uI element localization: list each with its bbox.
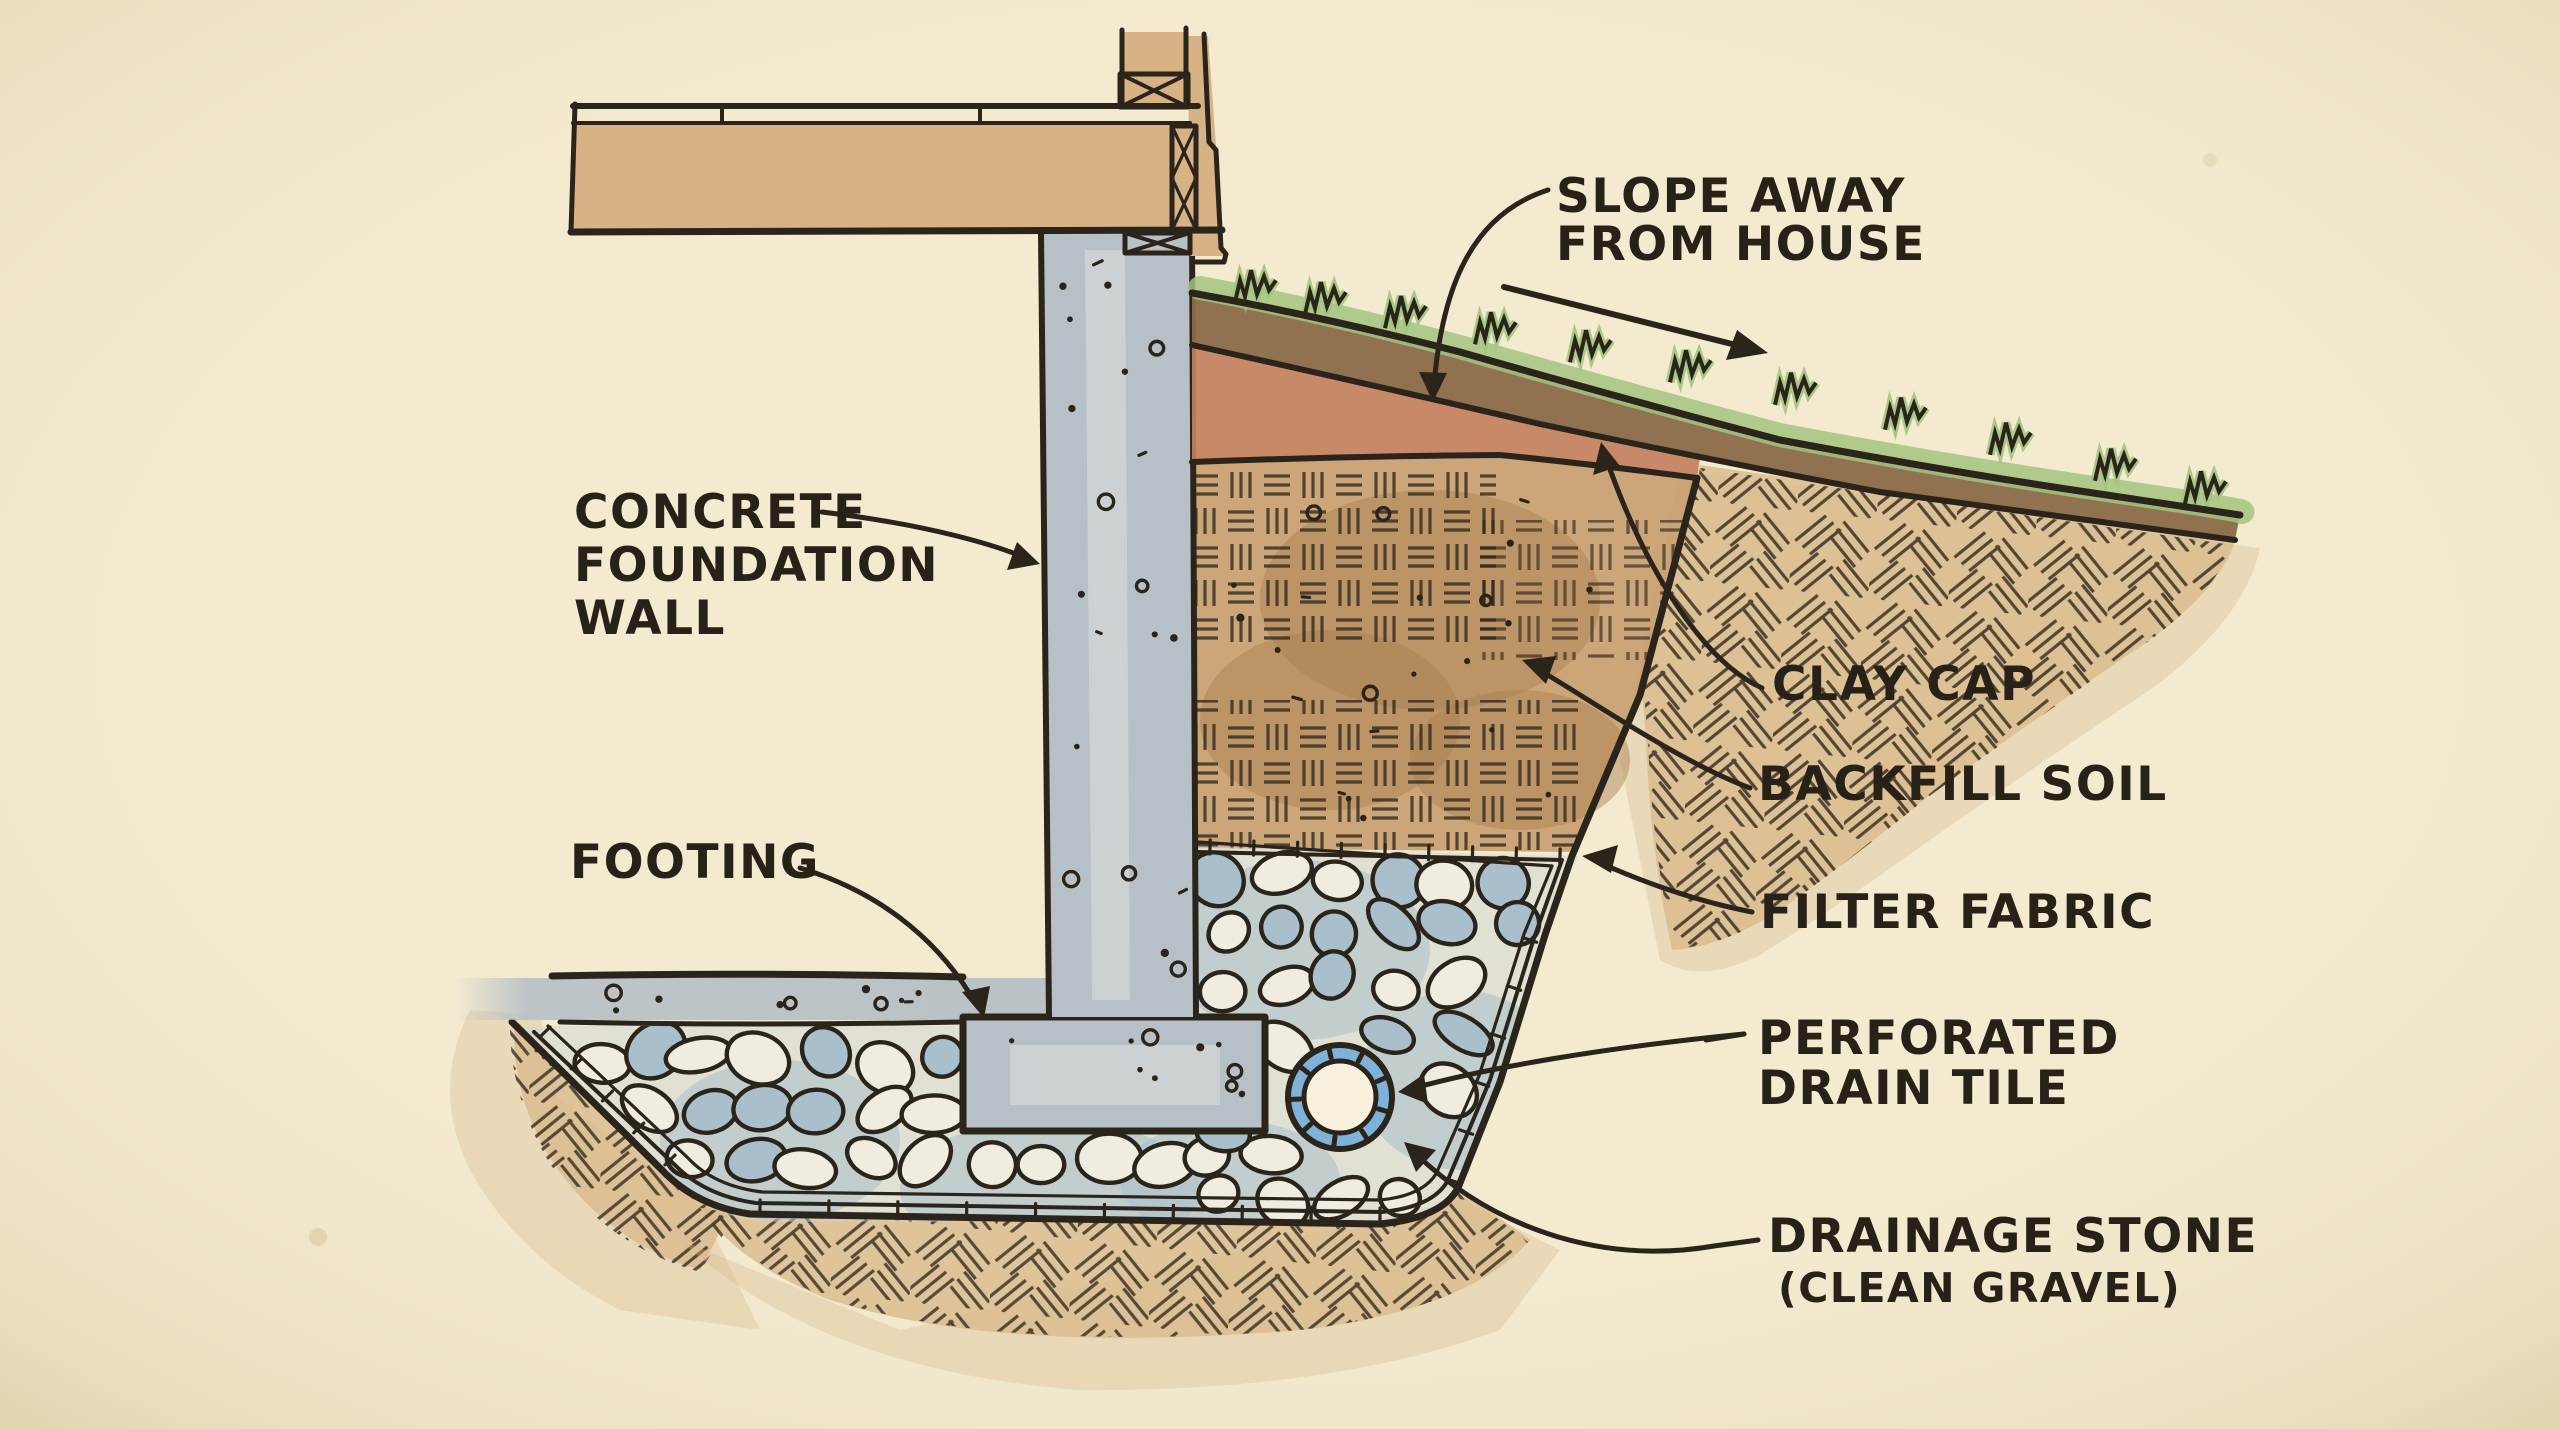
label-slope-away-2: FROM HOUSE: [1556, 217, 1926, 272]
paper-stain-2: [2203, 153, 2217, 167]
paper-stain: [309, 1228, 327, 1246]
leader-lines: [797, 187, 1768, 1254]
label-drain-tile-2: DRAIN TILE: [1758, 1061, 2069, 1116]
basement-slab: [455, 970, 1051, 1027]
floor-assembly: [567, 25, 1229, 265]
slope-direction-arrow: [1501, 284, 1755, 352]
label-footing: FOOTING: [570, 835, 820, 890]
label-wall-1: CONCRETE: [574, 485, 867, 540]
label-drainage-stone-2: (CLEAN GRAVEL): [1778, 1264, 2181, 1312]
label-backfill-soil: BACKFILL SOIL: [1758, 757, 2168, 812]
footing-shape: [959, 1013, 1269, 1135]
label-filter-fabric: FILTER FABRIC: [1760, 885, 2155, 940]
grade-layers: [1188, 263, 2255, 543]
label-wall-3: WALL: [574, 591, 726, 646]
label-drainage-stone-1: DRAINAGE STONE: [1768, 1209, 2258, 1264]
foundation-wall-shape: [1038, 231, 1199, 1020]
drainage-stones: [572, 849, 1542, 1222]
backfill-region: [1196, 455, 1697, 852]
label-slope-away-1: SLOPE AWAY: [1556, 169, 1906, 224]
label-drain-tile-1: PERFORATED: [1758, 1011, 2120, 1066]
native-soil-left: [450, 1010, 760, 1330]
labels: SLOPE AWAY FROM HOUSE CONCRETE FOUNDATIO…: [570, 169, 2258, 1312]
grass: [1230, 263, 2230, 515]
label-wall-2: FOUNDATION: [574, 538, 939, 593]
drain-tile-shape: [1285, 1042, 1395, 1152]
backfill-specks: [1231, 498, 1593, 822]
label-clay-cap: CLAY CAP: [1772, 657, 2036, 712]
native-soil-right: [1620, 465, 2260, 972]
